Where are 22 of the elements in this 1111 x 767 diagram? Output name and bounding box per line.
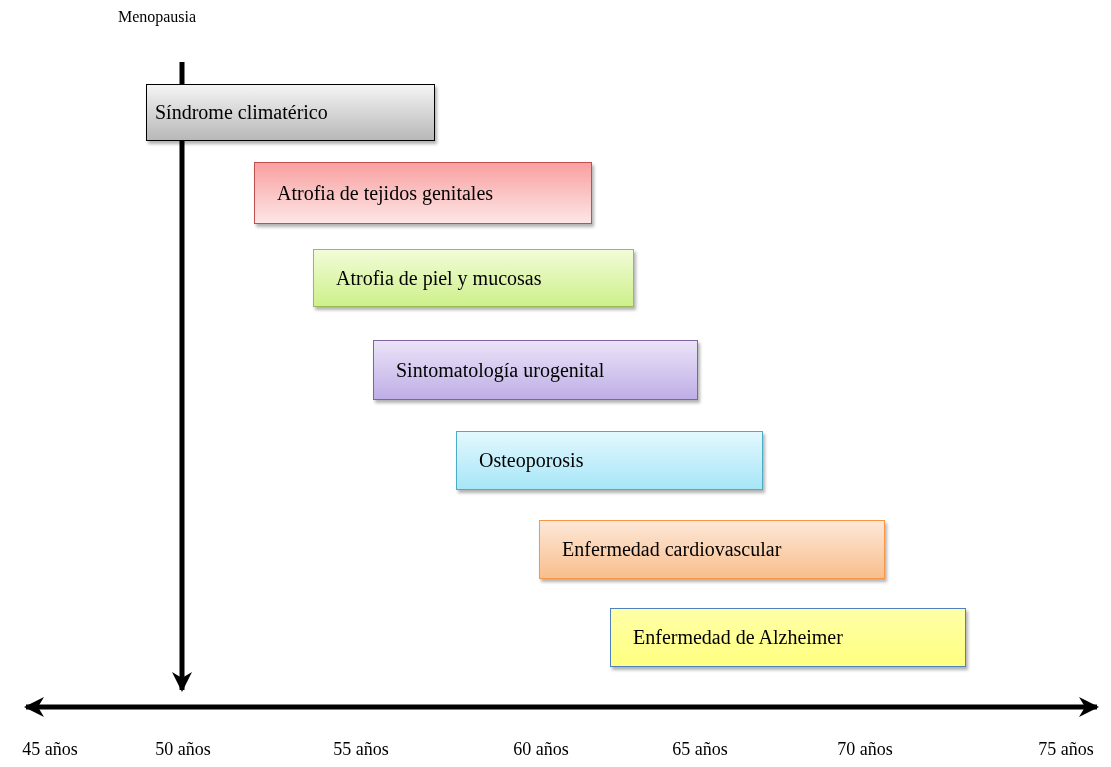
bar-text: Enfermedad cardiovascular	[562, 538, 782, 561]
bar-text: Atrofia de tejidos genitales	[277, 181, 494, 205]
condition-bar	[146, 84, 435, 141]
condition-bar	[373, 340, 698, 400]
tick-label: 65 años	[672, 739, 728, 760]
condition-bar	[456, 431, 763, 490]
condition-bar	[313, 249, 634, 307]
bar-text: Atrofia de piel y mucosas	[336, 266, 542, 290]
tick-label: 75 años	[1038, 739, 1094, 760]
bar-text: Síndrome climatérico	[155, 101, 328, 124]
marker-label: Menopausia	[117, 8, 197, 26]
bar-text: Osteoporosis	[479, 449, 584, 472]
bar-text: Sintomatología urogenital	[396, 358, 605, 382]
condition-bar	[610, 608, 966, 667]
bar-text: Enfermedad de Alzheimer	[633, 626, 843, 649]
condition-bar	[254, 162, 592, 224]
tick-label: 50 años	[155, 739, 211, 760]
tick-label: 70 años	[837, 739, 893, 760]
tick-label: 45 años	[22, 739, 78, 760]
tick-label: 60 años	[513, 739, 569, 760]
tick-label: 55 años	[333, 739, 389, 760]
condition-bar	[539, 520, 885, 579]
